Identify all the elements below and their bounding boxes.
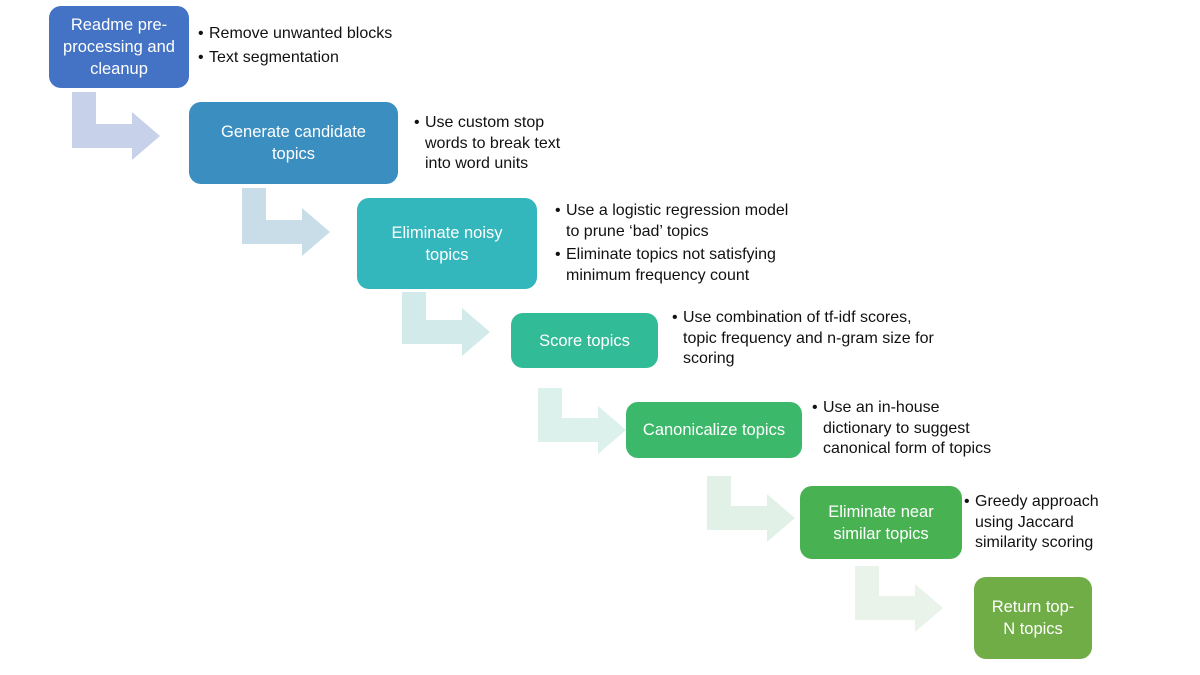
flow-arrow-shape — [538, 388, 626, 454]
bullet-item: Text segmentation — [198, 48, 392, 69]
step-details: Remove unwanted blocks Text segmentation — [198, 24, 392, 71]
flow-arrow-icon — [72, 92, 160, 160]
step-box-eliminate-near-similar-topics: Eliminate near similar topics — [800, 486, 962, 559]
step-label: Eliminate noisy topics — [391, 223, 503, 264]
flow-arrow-shape — [855, 566, 943, 632]
step-label: Score topics — [539, 331, 630, 350]
flow-arrow-shape — [242, 188, 330, 256]
step-box-generate-candidate-topics: Generate candidate topics — [189, 102, 398, 184]
flow-arrow-icon — [707, 476, 795, 542]
flow-arrow-shape — [402, 292, 490, 356]
bullet-item: Use custom stop words to break text into… — [414, 113, 560, 175]
step-label: Canonicalize topics — [642, 421, 786, 439]
step-details: Greedy approach using Jaccard similarity… — [964, 492, 1099, 557]
bullet-item: Use combination of tf-idf scores, topic … — [672, 308, 934, 370]
bullet-item: Use an in-house dictionary to suggest ca… — [812, 398, 991, 460]
step-label: Readme pre- processing and cleanup — [63, 16, 175, 78]
flow-arrow-icon — [855, 566, 943, 632]
flow-arrow-shape — [72, 92, 160, 160]
step-details: Use combination of tf-idf scores, topic … — [672, 308, 934, 373]
flow-arrow-icon — [538, 388, 626, 454]
step-box-return-top-n-topics: Return top- N topics — [974, 577, 1092, 659]
flow-arrow-shape — [707, 476, 795, 542]
step-box-readme-preprocessing: Readme pre- processing and cleanup — [49, 6, 189, 88]
step-details: Use an in-house dictionary to suggest ca… — [812, 398, 991, 463]
flow-arrow-icon — [242, 188, 330, 256]
flow-arrow-icon — [402, 292, 490, 356]
bullet-item: Remove unwanted blocks — [198, 24, 392, 45]
step-box-eliminate-noisy-topics: Eliminate noisy topics — [357, 198, 537, 289]
bullet-item: Use a logistic regression model to prune… — [555, 201, 788, 242]
step-label: Generate candidate topics — [221, 123, 366, 163]
step-label: Eliminate near similar topics — [828, 502, 934, 543]
step-details: Use a logistic regression model to prune… — [555, 201, 788, 289]
step-label: Return top- N topics — [991, 598, 1075, 638]
step-box-canonicalize-topics: Canonicalize topics — [626, 402, 802, 458]
bullet-item: Eliminate topics not satisfying minimum … — [555, 245, 788, 286]
step-box-score-topics: Score topics — [511, 313, 658, 368]
step-details: Use custom stop words to break text into… — [414, 113, 560, 178]
bullet-item: Greedy approach using Jaccard similarity… — [964, 492, 1099, 554]
